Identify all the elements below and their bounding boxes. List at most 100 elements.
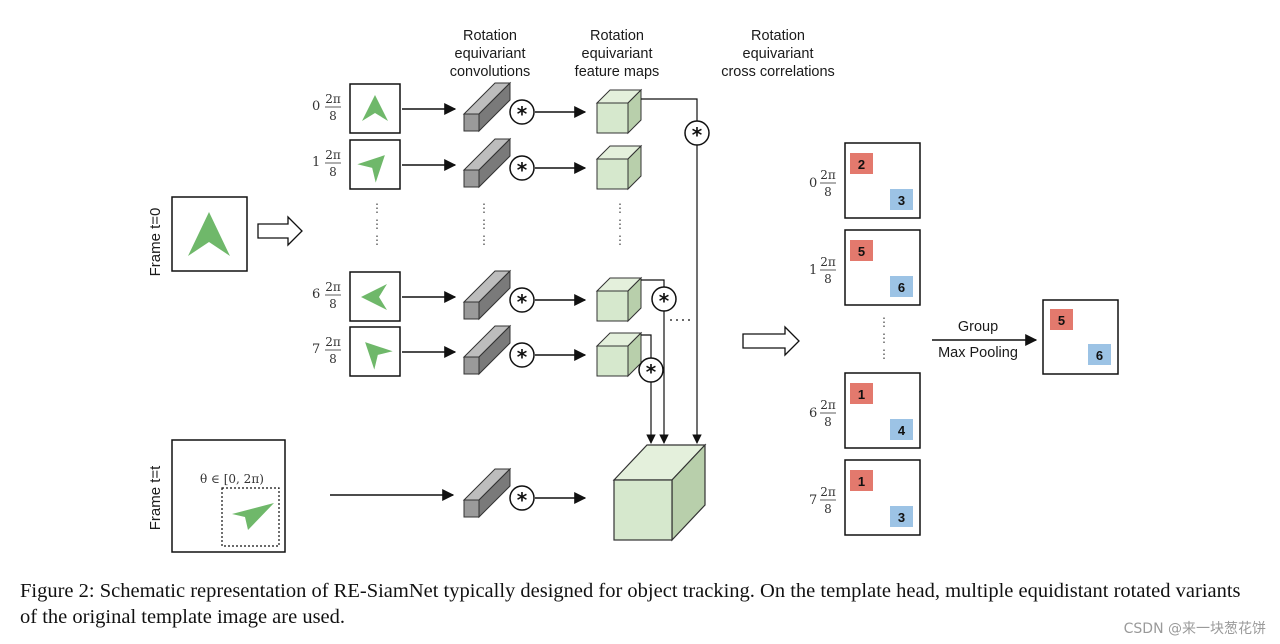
rotation-index: 0 xyxy=(312,99,320,114)
conv-operator xyxy=(509,155,535,181)
feature-map-cube xyxy=(595,331,643,378)
xcorr-line-0 xyxy=(641,98,698,121)
ellipsis-templates: ⋮⋮⋮ xyxy=(371,201,383,247)
watermark: CSDN @来一块葱花饼 xyxy=(1123,621,1266,637)
rotated-arrowhead xyxy=(361,284,387,310)
pooled-blue-badge xyxy=(1088,344,1111,365)
blue-peak-value: 6 xyxy=(898,280,905,295)
fraction-numerator: 2π xyxy=(325,92,341,106)
fraction-denominator: 8 xyxy=(329,297,337,311)
feature-map-cube xyxy=(595,144,643,191)
hollow-arrow-output xyxy=(742,325,800,357)
rotation-fraction: 2π8 xyxy=(820,398,836,429)
feature-map-cube xyxy=(595,276,643,323)
rotation-fraction: 2π8 xyxy=(325,92,341,123)
ellipsis-outputs: ⋮⋮⋮ xyxy=(878,315,890,361)
blue-peak-value: 4 xyxy=(898,423,906,438)
blue-peak-badge xyxy=(890,506,913,527)
conv-operator xyxy=(509,342,535,368)
frame-search-label: Frame t=t xyxy=(147,465,164,530)
xcorr-symbol-7: * xyxy=(646,360,657,384)
rotation-index: 6 xyxy=(809,406,817,421)
theta-range-label: θ ∈ [0, 2π) xyxy=(200,472,264,486)
rotation-index: 1 xyxy=(809,263,817,278)
rotation-fraction: 2π8 xyxy=(325,335,341,366)
rotation-fraction: 2π8 xyxy=(820,255,836,286)
fraction-denominator: 8 xyxy=(824,502,832,516)
fraction-denominator: 8 xyxy=(329,109,337,123)
conv-symbol: * xyxy=(517,158,528,182)
search-region xyxy=(221,487,280,547)
pooling-label-max: Max Pooling xyxy=(938,345,1018,361)
fraction-denominator: 8 xyxy=(824,272,832,286)
pooled-red-value: 5 xyxy=(1058,313,1065,328)
fraction-denominator: 8 xyxy=(329,165,337,179)
blue-peak-value: 3 xyxy=(898,193,905,208)
conv-filter-bar xyxy=(462,137,512,189)
conv-operator xyxy=(509,99,535,125)
pooling-label-group: Group xyxy=(958,319,998,335)
pooled-blue-value: 6 xyxy=(1096,348,1103,363)
frame-template-label: Frame t=0 xyxy=(147,208,164,277)
pooled-red-badge xyxy=(1050,309,1073,330)
search-conv-symbol: * xyxy=(517,488,528,512)
conv-symbol: * xyxy=(517,102,528,126)
conv-symbol: * xyxy=(517,290,528,314)
template-arrowhead xyxy=(188,212,230,256)
ellipsis-maps: ⋮⋮⋮ xyxy=(614,201,626,247)
fraction-numerator: 2π xyxy=(820,168,836,182)
conv-filter-bar xyxy=(462,324,512,376)
rotation-index: 0 xyxy=(809,176,817,191)
conv-operator xyxy=(509,287,535,313)
blue-peak-value: 3 xyxy=(898,510,905,525)
blue-peak-badge xyxy=(890,276,913,297)
rotation-index: 6 xyxy=(312,287,320,302)
fraction-denominator: 8 xyxy=(824,185,832,199)
fraction-denominator: 8 xyxy=(824,415,832,429)
search-arrowhead xyxy=(232,503,274,530)
xcorr-symbol-0: * xyxy=(692,123,703,147)
fraction-numerator: 2π xyxy=(820,255,836,269)
rotation-index: 7 xyxy=(312,342,320,357)
rotation-fraction: 2π8 xyxy=(325,280,341,311)
conv-filter-bar xyxy=(462,269,512,321)
red-peak-badge xyxy=(850,240,873,261)
fraction-numerator: 2π xyxy=(820,398,836,412)
fraction-numerator: 2π xyxy=(325,280,341,294)
fraction-numerator: 2π xyxy=(325,335,341,349)
red-peak-value: 2 xyxy=(858,157,865,172)
search-conv-operator xyxy=(509,485,535,511)
conv-symbol: * xyxy=(517,345,528,369)
fraction-numerator: 2π xyxy=(325,148,341,162)
red-peak-badge xyxy=(850,383,873,404)
search-frame-box xyxy=(171,439,286,553)
xcorr-line-7 xyxy=(641,334,652,358)
blue-peak-badge xyxy=(890,189,913,210)
search-conv-bar xyxy=(462,467,512,519)
rotation-fraction: 2π8 xyxy=(820,168,836,199)
rotation-fraction: 2π8 xyxy=(325,148,341,179)
fraction-numerator: 2π xyxy=(820,485,836,499)
ellipsis-convs: ⋮⋮⋮ xyxy=(478,201,490,247)
fraction-denominator: 8 xyxy=(329,352,337,366)
figure-caption: Figure 2: Schematic representation of RE… xyxy=(20,580,1241,628)
conv-filter-bar xyxy=(462,81,512,133)
red-peak-badge xyxy=(850,153,873,174)
rotated-arrowhead xyxy=(362,95,388,121)
response-cube xyxy=(612,443,707,542)
feature-map-cube xyxy=(595,88,643,135)
rotation-index: 1 xyxy=(312,155,320,170)
rotated-template-box xyxy=(349,83,401,134)
rotation-index: 7 xyxy=(809,493,817,508)
